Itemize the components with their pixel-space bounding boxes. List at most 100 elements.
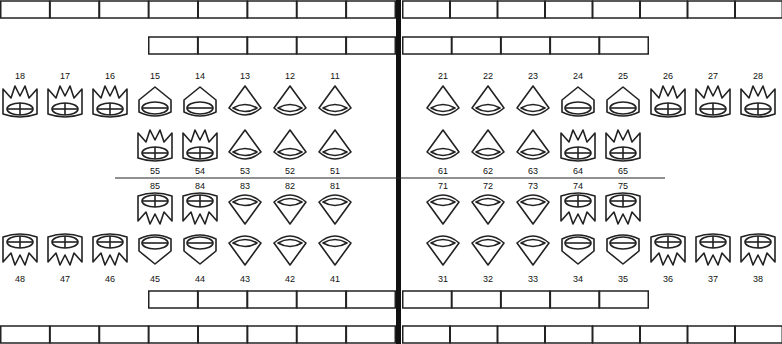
surface-line <box>187 242 213 244</box>
occlusal-surface <box>97 236 123 248</box>
incisal-surface <box>323 240 347 247</box>
tooth-symbol <box>139 235 171 264</box>
tooth-symbol <box>3 86 37 117</box>
tooth-symbol <box>651 86 685 117</box>
tooth-number: 26 <box>663 71 673 81</box>
record-box <box>248 291 297 308</box>
record-box <box>346 1 395 18</box>
tooth-number: 52 <box>285 166 295 176</box>
tooth-number: 74 <box>573 181 583 191</box>
tooth-outline <box>517 236 549 265</box>
tooth-symbol <box>427 130 459 159</box>
record-box <box>50 326 99 343</box>
incisal-surface <box>521 240 545 247</box>
tooth-number: 28 <box>753 71 763 81</box>
tooth-number: 55 <box>150 166 160 176</box>
surface-line <box>667 103 669 115</box>
tooth-outline <box>139 235 171 264</box>
tooth-number: 16 <box>105 71 115 81</box>
separator-line <box>115 178 665 179</box>
tooth-outline <box>229 195 261 224</box>
tooth-symbol <box>319 130 351 159</box>
occlusal-surface <box>745 103 771 115</box>
surface-line <box>109 103 111 115</box>
tooth-number: 37 <box>708 274 718 284</box>
tooth-number: 44 <box>195 274 205 284</box>
occlusal-surface <box>52 103 78 115</box>
tooth-symbol <box>472 86 504 115</box>
tooth-number: 61 <box>438 166 448 176</box>
tooth-outline <box>561 130 595 161</box>
surface-line <box>154 147 156 159</box>
record-box <box>198 1 247 18</box>
tooth-outline <box>562 235 594 264</box>
tooth-number: 14 <box>195 71 205 81</box>
tooth-outline <box>319 86 351 115</box>
record-box <box>403 37 452 54</box>
surface-line <box>565 242 591 244</box>
tooth-outline <box>139 87 171 116</box>
tooth-number: 81 <box>330 181 340 191</box>
tooth-symbol <box>229 86 261 115</box>
tooth-outline <box>562 87 594 116</box>
surface-line <box>712 103 714 115</box>
tooth-number: 25 <box>618 71 628 81</box>
tooth-outline <box>561 193 595 224</box>
record-box <box>640 326 687 343</box>
tooth-outline <box>319 236 351 265</box>
tooth-number: 17 <box>60 71 70 81</box>
occlusal-surface <box>610 102 636 114</box>
incisal-surface <box>323 105 347 112</box>
tooth-number: 31 <box>438 274 448 284</box>
tooth-symbol <box>229 130 261 159</box>
incisal-surface <box>278 105 302 112</box>
tooth-number: 63 <box>528 166 538 176</box>
tooth-outline <box>183 130 217 161</box>
tooth-number: 75 <box>618 181 628 191</box>
midline <box>396 0 401 344</box>
record-box <box>50 1 99 18</box>
tooth-outline <box>427 130 459 159</box>
record-box <box>600 291 649 308</box>
occlusal-surface <box>187 195 213 207</box>
tooth-number: 15 <box>150 71 160 81</box>
tooth-number: 24 <box>573 71 583 81</box>
tooth-symbol <box>741 86 775 117</box>
surface-line <box>622 195 624 207</box>
tooth-symbol <box>427 86 459 115</box>
incisal-surface <box>431 105 455 112</box>
incisal-surface <box>476 149 500 156</box>
occlusal-surface <box>7 236 33 248</box>
tooth-outline <box>138 193 172 224</box>
tooth-symbol <box>48 86 82 117</box>
incisal-surface <box>476 199 500 206</box>
tooth-symbol <box>472 195 504 224</box>
incisal-surface <box>431 240 455 247</box>
record-box <box>452 291 501 308</box>
tooth-number: 43 <box>240 274 250 284</box>
surface-line <box>577 147 579 159</box>
tooth-outline <box>696 86 730 117</box>
tooth-symbol <box>517 86 549 115</box>
record-box <box>450 1 497 18</box>
occlusal-surface <box>655 103 681 115</box>
tooth-symbol <box>3 234 37 265</box>
tooth-outline <box>472 130 504 159</box>
record-box <box>149 1 198 18</box>
tooth-outline <box>274 86 306 115</box>
surface-line <box>199 147 201 159</box>
tooth-outline <box>183 193 217 224</box>
tooth-outline <box>741 234 775 265</box>
tooth-symbol <box>561 193 595 224</box>
incisal-surface <box>431 149 455 156</box>
occlusal-surface <box>142 237 168 249</box>
tooth-symbol <box>274 86 306 115</box>
record-box <box>100 326 149 343</box>
record-box <box>297 291 346 308</box>
surface-line <box>187 107 213 109</box>
occlusal-surface <box>52 236 78 248</box>
surface-line <box>757 103 759 115</box>
occlusal-surface <box>97 103 123 115</box>
tooth-outline <box>274 195 306 224</box>
record-box <box>198 37 247 54</box>
